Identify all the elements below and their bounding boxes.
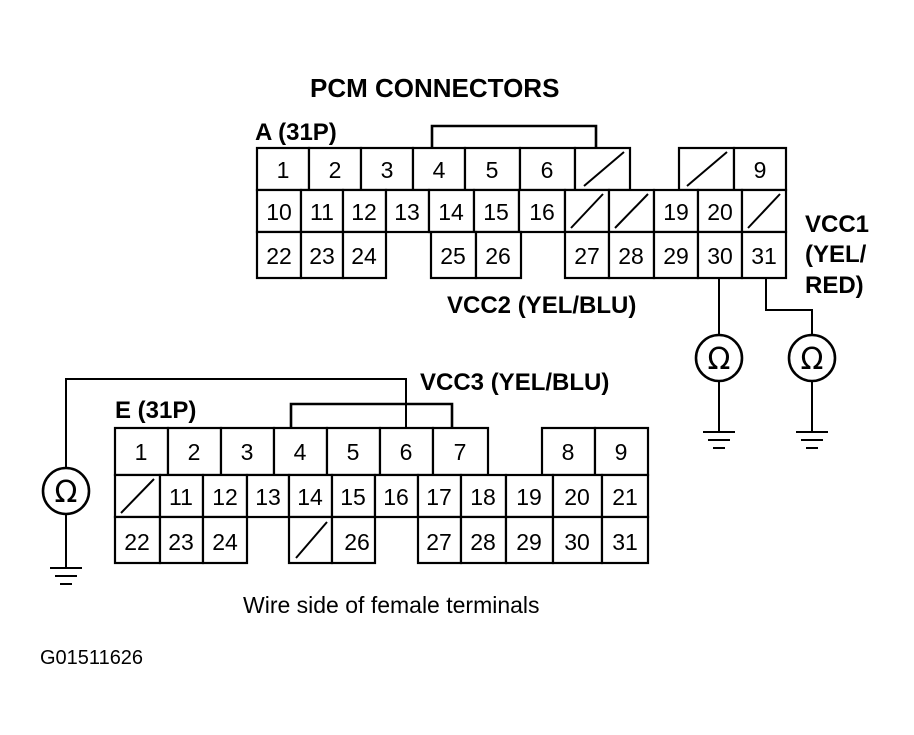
pin-a-3: 3 <box>381 157 394 183</box>
pin-a-22: 22 <box>266 243 292 269</box>
pin-e-16: 16 <box>383 484 409 510</box>
caption: Wire side of female terminals <box>243 592 540 618</box>
pin-e-13: 13 <box>255 484 281 510</box>
pin-a-20: 20 <box>707 199 733 225</box>
ohmmeter-icon: Ω <box>41 466 91 516</box>
pin-a-14: 14 <box>438 199 464 225</box>
pin-e-18: 18 <box>470 484 496 510</box>
connector-e-pins: 1 2 3 4 5 6 7 8 9 11 12 13 14 15 16 17 1… <box>124 439 638 555</box>
svg-text:Ω: Ω <box>801 342 824 377</box>
pin-a-31: 31 <box>751 243 777 269</box>
svg-text:Ω: Ω <box>708 342 731 377</box>
connector-e <box>113 402 650 565</box>
pin-e-4: 4 <box>294 439 307 465</box>
pin-e-14: 14 <box>297 484 323 510</box>
pin-a-26: 26 <box>485 243 511 269</box>
pin-e-22: 22 <box>124 529 150 555</box>
pin-a-10: 10 <box>266 199 292 225</box>
pin-e-9: 9 <box>615 439 628 465</box>
pin-e-27: 27 <box>426 529 452 555</box>
pin-a-29: 29 <box>663 243 689 269</box>
pin-a-24: 24 <box>351 243 377 269</box>
vcc2-label: VCC2 (YEL/BLU) <box>447 292 636 319</box>
connector-e-test-lead <box>65 378 407 468</box>
pin-e-20: 20 <box>564 484 590 510</box>
pin-a-1: 1 <box>277 157 290 183</box>
ground-icon <box>703 381 735 449</box>
pin-a-19: 19 <box>663 199 689 225</box>
connector-a <box>255 124 788 280</box>
vcc1-label-line3: RED) <box>805 272 864 299</box>
pin-e-2: 2 <box>188 439 201 465</box>
pin-e-12: 12 <box>212 484 238 510</box>
pin-a-16: 16 <box>529 199 555 225</box>
pin-e-11: 11 <box>169 484 193 510</box>
connector-e-label: E (31P) <box>115 397 196 424</box>
pin-a-6: 6 <box>541 157 554 183</box>
pin-e-17: 17 <box>426 484 452 510</box>
figure-id: G01511626 <box>40 647 143 669</box>
pin-e-21: 21 <box>612 484 638 510</box>
svg-text:Ω: Ω <box>55 475 78 510</box>
ground-icon <box>796 381 828 449</box>
pin-a-28: 28 <box>618 243 644 269</box>
vcc3-label: VCC3 (YEL/BLU) <box>420 369 609 396</box>
pin-e-5: 5 <box>347 439 360 465</box>
pin-e-6: 6 <box>400 439 413 465</box>
pin-a-27: 27 <box>574 243 600 269</box>
pin-a-23: 23 <box>309 243 335 269</box>
pin-e-7: 7 <box>454 439 467 465</box>
connector-a-test-leads <box>718 278 813 335</box>
pin-e-30: 30 <box>564 529 590 555</box>
ohmmeter-icon: Ω <box>787 333 837 383</box>
pin-a-12: 12 <box>351 199 377 225</box>
pin-a-13: 13 <box>394 199 420 225</box>
diagram-title: PCM CONNECTORS <box>310 73 559 103</box>
pin-a-25: 25 <box>440 243 466 269</box>
vcc1-label-line1: VCC1 <box>805 211 869 238</box>
pin-e-15: 15 <box>340 484 366 510</box>
pin-e-28: 28 <box>470 529 496 555</box>
pin-a-30: 30 <box>707 243 733 269</box>
connector-a-label: A (31P) <box>255 119 337 146</box>
pin-a-4: 4 <box>433 157 446 183</box>
pin-e-29: 29 <box>516 529 542 555</box>
pin-e-31: 31 <box>612 529 638 555</box>
pin-e-26: 26 <box>344 529 370 555</box>
pin-a-15: 15 <box>483 199 509 225</box>
pin-e-8: 8 <box>562 439 575 465</box>
vcc1-label-line2: (YEL/ <box>805 241 867 268</box>
pin-a-2: 2 <box>329 157 342 183</box>
pin-a-9: 9 <box>754 157 767 183</box>
pin-a-5: 5 <box>486 157 499 183</box>
pin-e-24: 24 <box>212 529 238 555</box>
pin-e-1: 1 <box>135 439 148 465</box>
ground-icon <box>50 514 82 585</box>
pin-e-3: 3 <box>241 439 254 465</box>
ohmmeter-icon: Ω <box>694 333 744 383</box>
pin-a-11: 11 <box>310 199 334 225</box>
connector-a-pins: 1 2 3 4 5 6 9 10 11 12 13 14 15 16 19 20… <box>266 157 777 269</box>
pin-e-19: 19 <box>516 484 542 510</box>
pin-e-23: 23 <box>168 529 194 555</box>
